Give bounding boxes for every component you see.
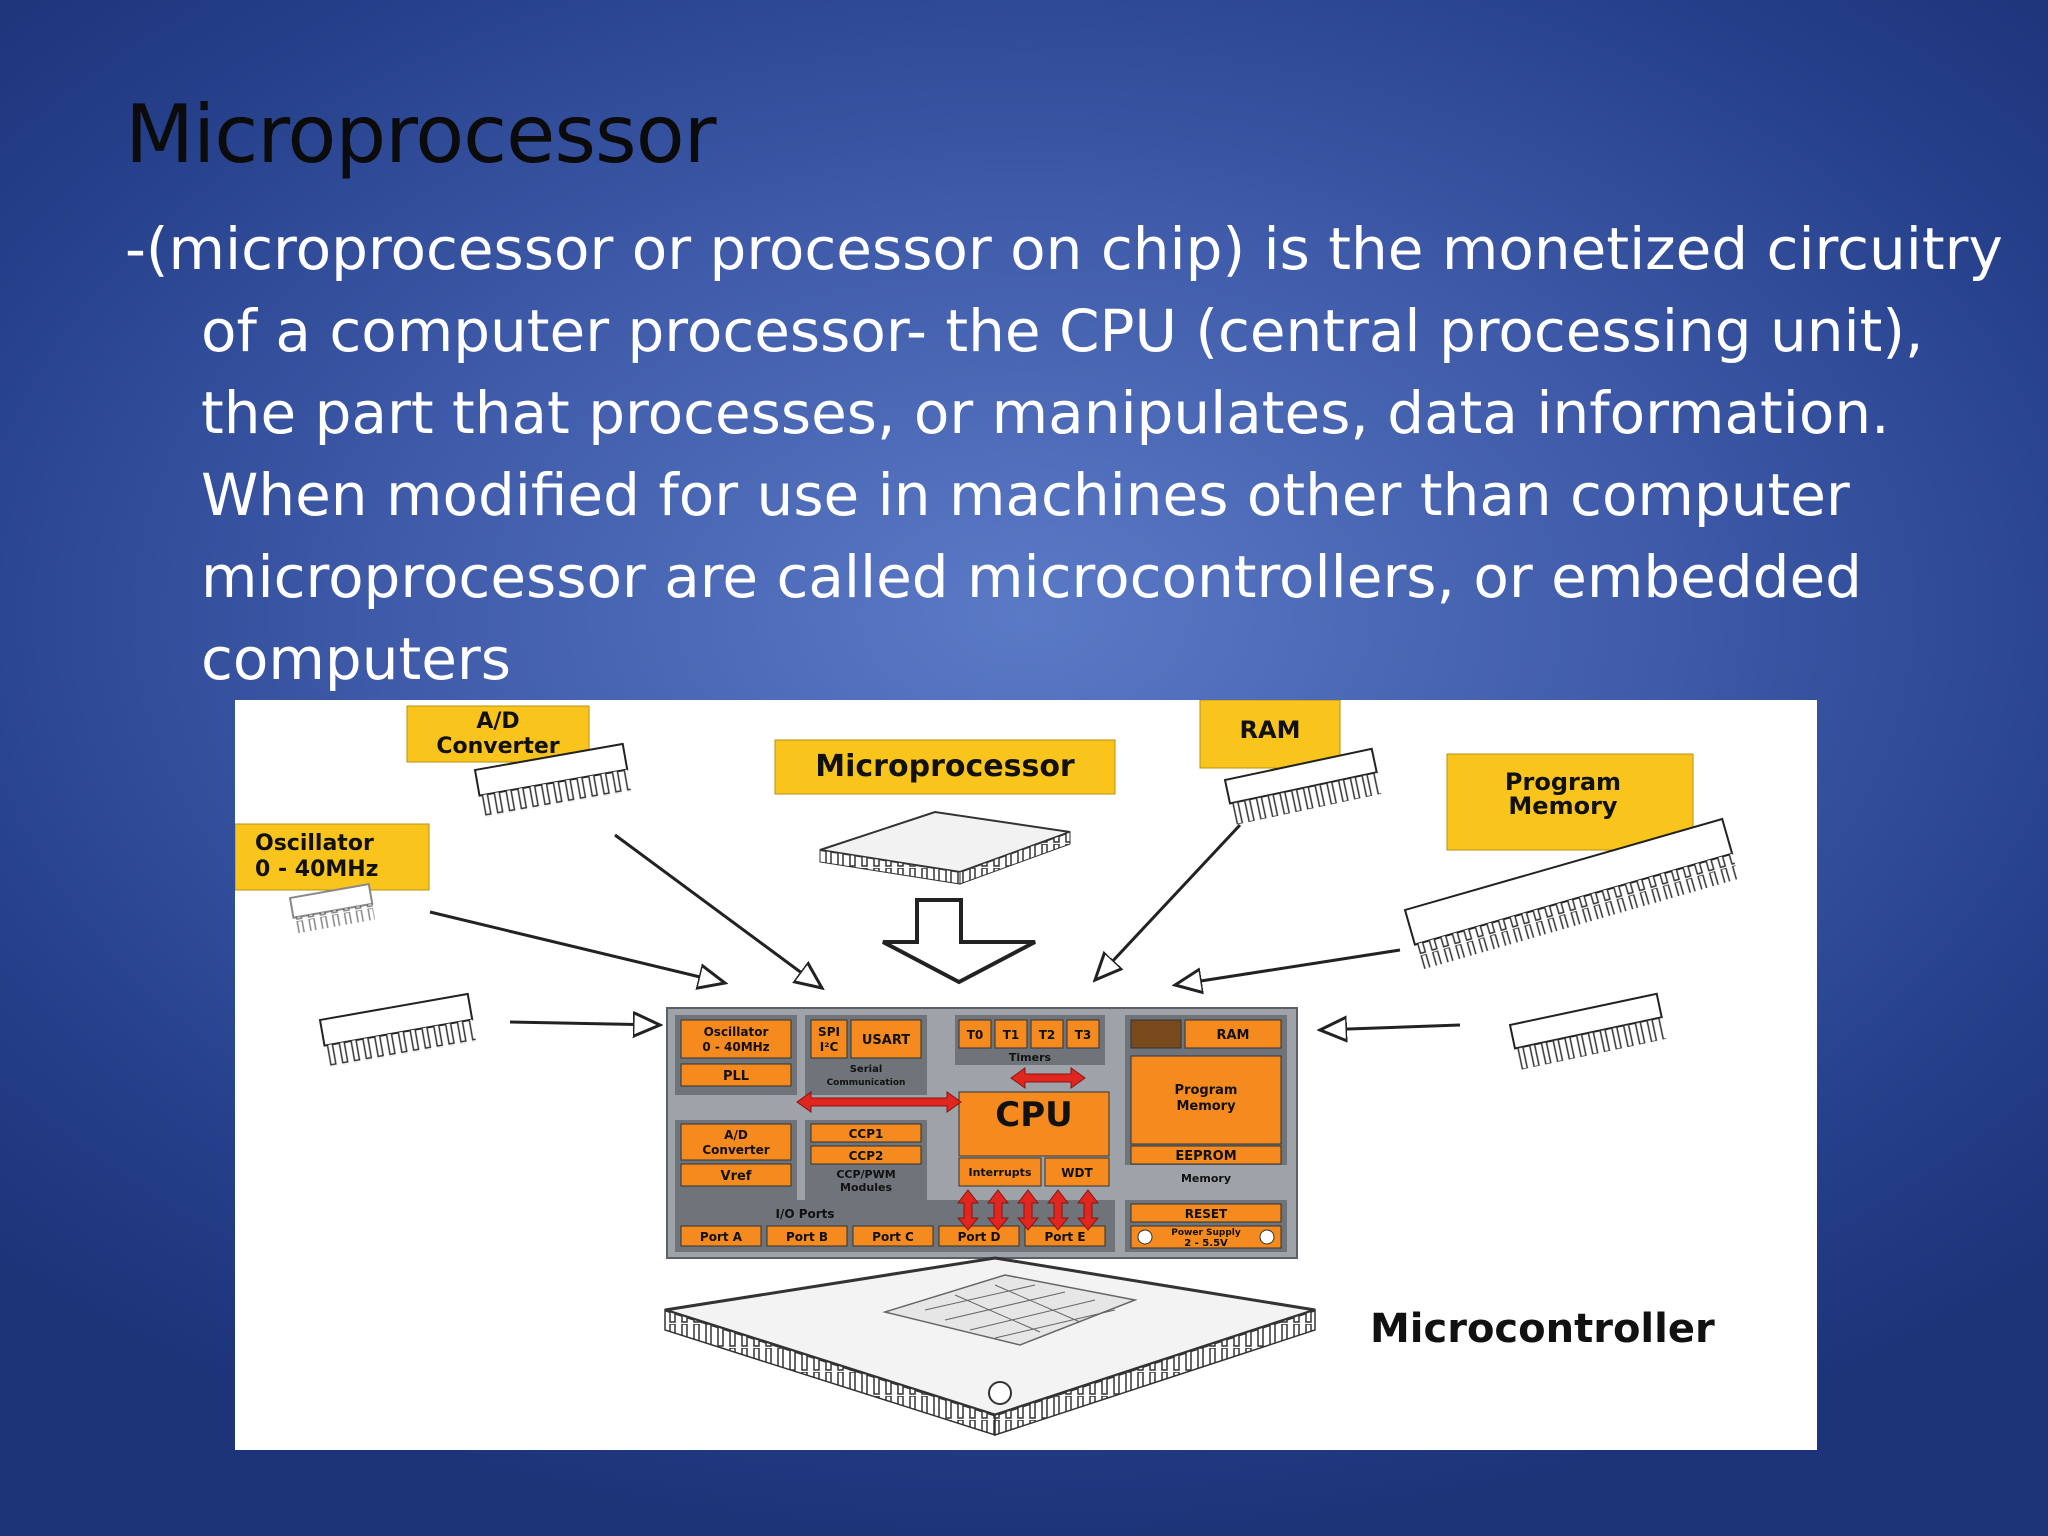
arrow-dip-left (509, 1022, 660, 1025)
svg-text:Port D: Port D (958, 1230, 1001, 1244)
svg-text:CCP2: CCP2 (849, 1149, 884, 1163)
svg-text:PLL: PLL (723, 1069, 749, 1084)
svg-text:Converter: Converter (702, 1143, 769, 1157)
program-memory-chip (1403, 817, 1740, 970)
ad-converter-chip (473, 742, 632, 818)
ram-chip (1223, 747, 1382, 825)
body-line-6: computers (201, 625, 511, 693)
label-program-memory: Program Memory (1446, 753, 1694, 851)
svg-text:A/D: A/D (476, 709, 519, 734)
svg-text:Microprocessor: Microprocessor (815, 749, 1075, 784)
svg-text:I²C: I²C (820, 1040, 839, 1054)
microcontroller-chip (664, 1256, 1316, 1437)
svg-text:WDT: WDT (1061, 1166, 1093, 1180)
svg-text:RAM: RAM (1240, 716, 1301, 744)
svg-text:RAM: RAM (1216, 1028, 1249, 1043)
slide-title: Microprocessor (125, 88, 717, 181)
svg-text:EEPROM: EEPROM (1175, 1149, 1236, 1164)
svg-text:T1: T1 (1003, 1028, 1020, 1042)
arrow-oscillator (429, 910, 725, 983)
svg-text:0 - 40MHz: 0 - 40MHz (255, 857, 378, 882)
arrows (429, 823, 1461, 1030)
svg-text:Memory: Memory (1176, 1099, 1236, 1114)
svg-text:RESET: RESET (1185, 1207, 1228, 1221)
svg-text:Timers: Timers (1009, 1051, 1052, 1064)
body-line-5: microprocessor are called microcontrolle… (201, 543, 1862, 611)
svg-text:Memory: Memory (1508, 792, 1617, 820)
svg-text:Vref: Vref (721, 1169, 752, 1184)
svg-text:T3: T3 (1075, 1028, 1092, 1042)
svg-text:0 - 40MHz: 0 - 40MHz (702, 1040, 769, 1054)
body-line-2: of a computer processor- the CPU (centra… (201, 297, 1924, 365)
svg-text:Power Supply: Power Supply (1171, 1228, 1241, 1238)
microcontroller-diagram: A/D Converter Microprocessor RAM Program… (235, 700, 1817, 1450)
label-microprocessor: Microprocessor (774, 739, 1116, 795)
arrow-program-memory (1175, 948, 1401, 985)
svg-text:Modules: Modules (840, 1181, 892, 1194)
svg-text:A/D: A/D (724, 1128, 748, 1142)
svg-text:Interrupts: Interrupts (968, 1166, 1031, 1179)
svg-text:Port C: Port C (872, 1230, 914, 1244)
svg-text:Program: Program (1175, 1083, 1238, 1098)
arrow-ram (1095, 823, 1242, 980)
arrow-dip-right (1320, 1025, 1461, 1030)
label-ad-converter: A/D Converter (406, 705, 590, 763)
dip-chip-left (318, 992, 477, 1068)
svg-text:T2: T2 (1039, 1028, 1056, 1042)
dip-chip-right (1508, 992, 1667, 1070)
svg-text:Oscillator: Oscillator (704, 1025, 769, 1039)
svg-text:Port B: Port B (786, 1230, 828, 1244)
svg-text:CCP1: CCP1 (849, 1127, 884, 1141)
svg-text:Program: Program (1505, 768, 1621, 796)
svg-text:Communication: Communication (827, 1078, 906, 1088)
svg-text:Port A: Port A (700, 1230, 743, 1244)
svg-text:CPU: CPU (995, 1095, 1072, 1135)
microprocessor-chip (819, 810, 1071, 885)
svg-text:I/O Ports: I/O Ports (775, 1207, 834, 1221)
label-ram: RAM (1199, 700, 1341, 769)
oscillator-chip (288, 882, 376, 934)
svg-text:T0: T0 (967, 1028, 984, 1042)
svg-text:Port E: Port E (1044, 1230, 1085, 1244)
svg-text:2 - 5.5V: 2 - 5.5V (1184, 1238, 1228, 1249)
body-line-3: the part that processes, or manipulates,… (201, 379, 1890, 447)
svg-text:Memory: Memory (1181, 1172, 1231, 1185)
label-microcontroller: Microcontroller (1370, 1306, 1715, 1352)
body-line-1: -(microprocessor or processor on chip) i… (125, 215, 2003, 283)
body-line-4: When modified for use in machines other … (201, 461, 1850, 529)
svg-text:CCP/PWM: CCP/PWM (836, 1168, 895, 1181)
big-down-arrow (882, 898, 1036, 985)
svg-text:Serial: Serial (850, 1064, 883, 1075)
slide-body-text: -(microprocessor or processor on chip) i… (125, 208, 2003, 700)
label-oscillator: Oscillator 0 - 40MHz (235, 823, 430, 891)
svg-text:SPI: SPI (818, 1025, 840, 1039)
svg-text:Oscillator: Oscillator (255, 831, 374, 856)
svg-text:USART: USART (862, 1033, 910, 1048)
arrow-ad-converter (614, 833, 822, 988)
svg-text:Converter: Converter (436, 734, 559, 759)
microcontroller-block: Oscillator 0 - 40MHz PLL SPI I²C USART S… (666, 1007, 1298, 1259)
